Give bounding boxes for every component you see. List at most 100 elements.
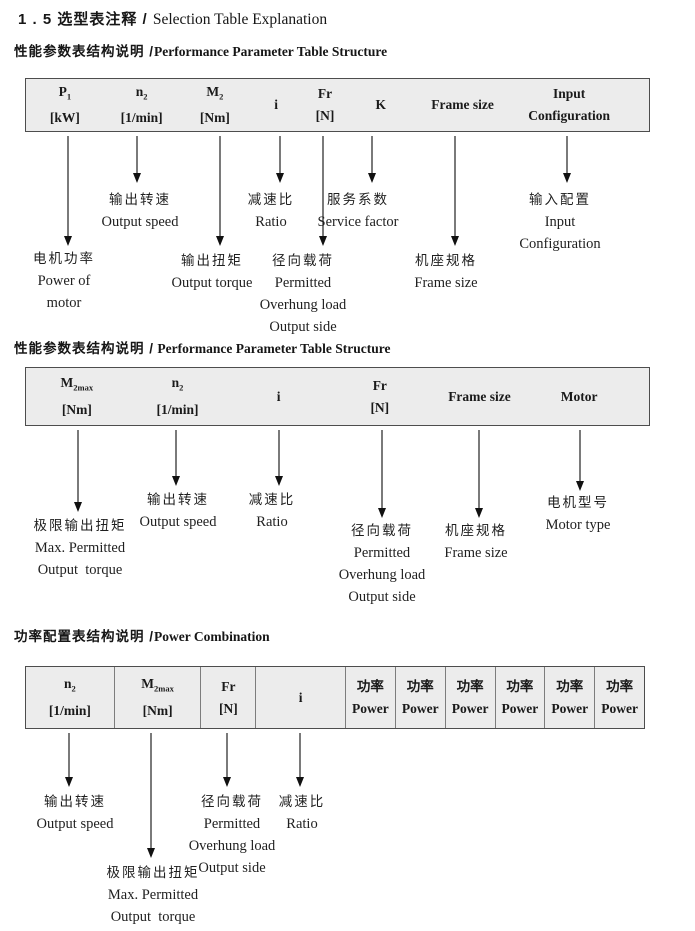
table-column-power-1: 功率 Power bbox=[344, 667, 395, 728]
table-column-i: i bbox=[227, 368, 330, 425]
label-max-output-torque: 极限输出扭矩 Max. Permitted Output torque bbox=[33, 518, 127, 578]
arrow-k-to-service-factor bbox=[368, 136, 376, 183]
column-symbol: n2 bbox=[63, 676, 76, 694]
arrow-framesize-to-frame-size bbox=[451, 136, 459, 246]
column-symbol: 功率 bbox=[456, 678, 484, 694]
column-unit: Power bbox=[501, 700, 539, 716]
arrow-n2-to-output-speed bbox=[172, 430, 180, 486]
column-unit: Configuration bbox=[528, 108, 611, 123]
table-column-fr: Fr [N] bbox=[302, 79, 348, 131]
column-unit: Power bbox=[601, 700, 638, 716]
column-symbol: n2 bbox=[171, 375, 184, 393]
table-column-power-6: 功率 Power bbox=[594, 667, 644, 728]
column-unit: Power bbox=[352, 700, 389, 716]
label-ratio: 减速比 Ratio bbox=[247, 192, 295, 230]
column-symbol: M2max bbox=[60, 375, 94, 393]
column-symbol: i bbox=[274, 97, 279, 112]
table-column-i: i bbox=[255, 667, 345, 728]
column-unit: Power bbox=[551, 700, 589, 716]
arrow-i-to-ratio bbox=[276, 136, 284, 183]
arrow-fr-to-overhung-load bbox=[223, 733, 231, 787]
label-output-speed: 输出转速 Output speed bbox=[36, 794, 114, 832]
label-frame-size: 机座规格 Frame size bbox=[414, 253, 478, 291]
label-service-factor: 服务系数 Service factor bbox=[317, 192, 399, 230]
table-column-power-2: 功率 Power bbox=[394, 667, 445, 728]
column-unit: Power bbox=[451, 700, 489, 716]
arrow-fr-to-overhung-load bbox=[378, 430, 386, 518]
power-combination-table: n2 [1/min] M2max [Nm] Fr [N] i 功率 Power … bbox=[25, 666, 645, 729]
column-unit: [1/min] bbox=[48, 702, 91, 718]
table-column-input-configuration: Input Configuration bbox=[511, 79, 649, 131]
page-title-zh: 1 . 5 选型表注释 / bbox=[18, 11, 153, 28]
section-3-heading-zh: 功率配置表结构说明 / bbox=[14, 629, 155, 644]
table-column-power-4: 功率 Power bbox=[494, 667, 545, 728]
label-output-speed: 输出转速 Output speed bbox=[139, 492, 217, 530]
column-unit: [1/min] bbox=[120, 110, 163, 126]
column-symbol: Fr bbox=[372, 377, 387, 393]
column-unit: [N] bbox=[218, 700, 238, 716]
column-symbol: Fr bbox=[221, 678, 236, 694]
section-2-heading: 性能参数表结构说明 / Performance Parameter Table … bbox=[14, 337, 390, 357]
column-unit: [Nm] bbox=[61, 401, 92, 417]
section-1-heading-en: Performance Parameter Table Structure bbox=[154, 44, 388, 59]
arrow-m2-to-output-torque bbox=[216, 136, 224, 246]
column-symbol: Fr bbox=[317, 86, 333, 101]
label-input-configuration: 输入配置 Input Configuration bbox=[519, 192, 601, 252]
label-ratio: 减速比 Ratio bbox=[248, 492, 296, 530]
column-unit: [N] bbox=[370, 399, 390, 415]
column-symbol: 功率 bbox=[556, 678, 584, 694]
table-column-n2: n2 [1/min] bbox=[26, 667, 114, 728]
arrow-m2max-to-max-output-torque bbox=[74, 430, 82, 512]
column-symbol: 功率 bbox=[406, 678, 434, 694]
column-symbol: M2 bbox=[206, 83, 224, 102]
column-symbol: Frame size bbox=[448, 388, 511, 404]
performance-table-2: M2max [Nm] n2 [1/min] i Fr [N] Frame siz… bbox=[25, 367, 650, 426]
arrow-n2-to-output-speed bbox=[133, 136, 141, 183]
label-output-torque: 输出扭矩 Output torque bbox=[171, 253, 253, 291]
column-unit: Power bbox=[401, 700, 439, 716]
table-column-power-3: 功率 Power bbox=[444, 667, 495, 728]
label-motor-type: 电机型号 Motor type bbox=[545, 495, 611, 533]
column-unit: [Nm] bbox=[142, 702, 173, 718]
table-column-p1: P1 [kW] bbox=[26, 79, 104, 131]
label-max-output-torque: 极限输出扭矩 Max. Permitted Output torque bbox=[106, 865, 200, 925]
section-3-heading-en: Power Combination bbox=[154, 629, 270, 644]
table-column-n2: n2 [1/min] bbox=[128, 368, 228, 425]
table-column-frame-size: Frame size bbox=[430, 368, 530, 425]
table-column-fr: Fr [N] bbox=[200, 667, 255, 728]
label-overhung-load: 径向载荷 Permitted Overhung load Output side bbox=[188, 794, 276, 876]
column-symbol: 功率 bbox=[356, 678, 384, 694]
table-column-power-5: 功率 Power bbox=[544, 667, 594, 728]
column-unit: [N] bbox=[315, 108, 335, 123]
column-symbol: M2max bbox=[141, 676, 174, 694]
column-unit: [Nm] bbox=[199, 110, 230, 126]
arrow-p1-to-power-of-motor bbox=[64, 136, 72, 246]
section-1-heading-zh: 性能参数表结构说明 / bbox=[14, 44, 155, 59]
arrow-input-to-input-configuration bbox=[563, 136, 571, 183]
table-column-fr: Fr [N] bbox=[330, 368, 430, 425]
column-symbol: i bbox=[276, 388, 281, 404]
column-unit: [kW] bbox=[49, 110, 80, 126]
label-output-speed: 输出转速 Output speed bbox=[101, 192, 179, 230]
table-column-m2: M2 [Nm] bbox=[179, 79, 250, 131]
column-symbol: Frame size bbox=[431, 97, 494, 112]
column-symbol: K bbox=[375, 97, 387, 112]
page-title-en: Selection Table Explanation bbox=[152, 11, 328, 28]
column-symbol: Input bbox=[553, 86, 586, 101]
arrow-framesize-to-frame-size bbox=[475, 430, 483, 518]
label-overhung-load: 径向载荷 Permitted Overhung load Output side bbox=[259, 253, 347, 335]
section-2-heading-en: Performance Parameter Table Structure bbox=[154, 341, 391, 356]
column-symbol: Motor bbox=[560, 388, 598, 404]
section-2-heading-zh: 性能参数表结构说明 / bbox=[14, 341, 155, 356]
table-column-i: i bbox=[250, 79, 302, 131]
column-symbol: n2 bbox=[135, 83, 148, 102]
table-column-motor: Motor bbox=[529, 368, 649, 425]
arrow-motor-to-motor-type bbox=[576, 430, 584, 491]
section-3-heading: 功率配置表结构说明 /Power Combination bbox=[14, 625, 270, 645]
column-symbol: 功率 bbox=[606, 678, 634, 694]
arrow-i-to-ratio bbox=[296, 733, 304, 787]
table-column-frame-size: Frame size bbox=[414, 79, 512, 131]
label-ratio: 减速比 Ratio bbox=[278, 794, 326, 832]
arrow-i-to-ratio bbox=[275, 430, 283, 486]
